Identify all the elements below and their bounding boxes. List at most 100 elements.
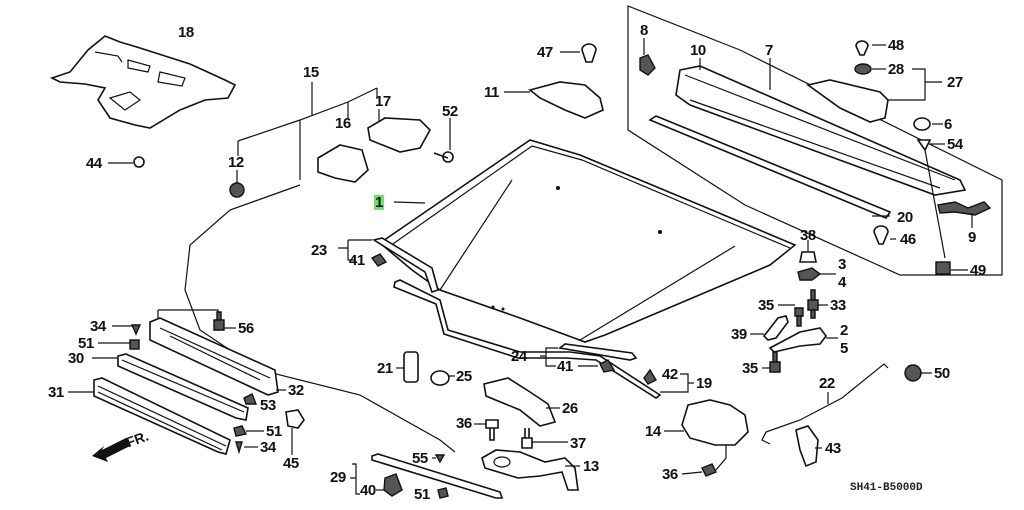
part-label-29[interactable]: 29: [330, 469, 346, 486]
part-label-7[interactable]: 7: [765, 42, 773, 59]
part-label-53[interactable]: 53: [260, 397, 276, 414]
front-seal-24b-shape: [558, 343, 638, 361]
nut-38-shape: [799, 251, 817, 263]
bolt-37-shape: [521, 428, 533, 449]
part-label-36-center[interactable]: 36: [456, 415, 472, 432]
part-label-34-bottom[interactable]: 34: [260, 439, 276, 456]
part-label-56[interactable]: 56: [238, 320, 254, 337]
part-label-15[interactable]: 15: [303, 64, 319, 81]
part-label-16[interactable]: 16: [335, 115, 351, 132]
part-label-51-grille-top[interactable]: 51: [78, 335, 94, 352]
part-label-54[interactable]: 54: [947, 136, 963, 153]
bolt-35-upper-shape: [794, 307, 804, 327]
bolt-35-lower-shape: [769, 351, 781, 373]
part-label-34-top[interactable]: 34: [90, 318, 106, 335]
hood-stop-bracket-shape: [797, 267, 822, 281]
grommet-12-shape: [229, 182, 245, 198]
part-label-36-latch[interactable]: 36: [662, 466, 678, 483]
part-label-37[interactable]: 37: [570, 435, 586, 452]
part-label-8[interactable]: 8: [640, 22, 648, 39]
part-label-4[interactable]: 4: [838, 274, 846, 291]
part-label-13[interactable]: 13: [583, 458, 599, 475]
part-label-11[interactable]: 11: [484, 84, 499, 101]
part-label-5[interactable]: 5: [840, 340, 848, 357]
clip-45-shape: [285, 409, 305, 429]
bolt-33-shape: [807, 289, 819, 319]
part-label-6[interactable]: 6: [944, 116, 952, 133]
rod-seal-29-shape: [371, 453, 504, 499]
part-label-33[interactable]: 33: [830, 297, 846, 314]
latch-base-13-shape: [481, 449, 579, 491]
cowl-top-shape: [648, 65, 967, 219]
part-label-26[interactable]: 26: [562, 400, 578, 417]
part-label-41-front[interactable]: 41: [557, 358, 573, 375]
clip-42-shape: [643, 368, 657, 385]
part-label-14[interactable]: 14: [645, 423, 661, 440]
clip-49-shape: [935, 261, 951, 275]
rod-holder-43-shape: [795, 425, 819, 468]
clip-53-shape: [243, 393, 258, 405]
part-label-41-left[interactable]: 41: [349, 252, 365, 269]
part-label-35-upper[interactable]: 35: [758, 297, 774, 314]
part-label-40[interactable]: 40: [360, 482, 376, 499]
clip-41-left-shape: [370, 253, 388, 267]
clip-46-shape: [873, 225, 889, 245]
part-label-24[interactable]: 24: [511, 348, 527, 365]
part-label-19[interactable]: 19: [696, 375, 712, 392]
screw-34-bottom-shape: [235, 441, 243, 455]
bolt-36-latch-shape: [701, 463, 717, 477]
part-label-45[interactable]: 45: [283, 455, 299, 472]
part-label-25[interactable]: 25: [456, 368, 472, 385]
part-label-49[interactable]: 49: [970, 262, 986, 279]
part-label-20[interactable]: 20: [897, 209, 913, 226]
part-label-9[interactable]: 9: [968, 229, 976, 246]
part-label-55[interactable]: 55: [412, 450, 428, 467]
part-label-1[interactable]: 1: [374, 194, 384, 211]
part-label-43[interactable]: 43: [825, 440, 841, 457]
cowl-cover-27-shape: [806, 79, 889, 123]
part-label-47[interactable]: 47: [537, 44, 553, 61]
part-label-22[interactable]: 22: [819, 375, 835, 392]
part-label-46[interactable]: 46: [900, 231, 916, 248]
part-label-32[interactable]: 32: [288, 382, 304, 399]
part-label-3[interactable]: 3: [838, 256, 846, 273]
clip-55-shape: [434, 454, 446, 464]
part-label-38[interactable]: 38: [800, 227, 816, 244]
part-label-28[interactable]: 28: [888, 61, 904, 78]
part-label-48[interactable]: 48: [888, 37, 904, 54]
part-label-17[interactable]: 17: [375, 93, 391, 110]
screw-54-shape: [916, 139, 932, 152]
bolt-56-shape: [213, 311, 225, 331]
bracket-9-shape: [937, 201, 992, 216]
part-label-18[interactable]: 18: [178, 24, 194, 41]
part-label-31[interactable]: 31: [48, 384, 64, 401]
nut-51-grille-top-shape: [129, 339, 140, 350]
part-label-12[interactable]: 12: [228, 154, 244, 171]
part-label-51-grille-bottom[interactable]: 51: [266, 423, 282, 440]
nut-51-rod-seal-shape: [437, 487, 449, 499]
hinge-shape: [768, 327, 827, 353]
part-label-21[interactable]: 21: [377, 360, 393, 377]
part-label-50[interactable]: 50: [934, 365, 950, 382]
clip-47-shape: [581, 43, 597, 63]
part-label-2[interactable]: 2: [840, 322, 848, 339]
nut-51-grille-bottom-shape: [233, 425, 248, 437]
part-label-39[interactable]: 39: [731, 326, 747, 343]
part-label-44[interactable]: 44: [86, 155, 102, 172]
part-label-10[interactable]: 10: [690, 42, 706, 59]
grommet-50-shape: [904, 364, 922, 382]
part-label-42[interactable]: 42: [662, 366, 678, 383]
part-label-51-rod-seal[interactable]: 51: [414, 486, 430, 503]
part-label-30[interactable]: 30: [68, 350, 84, 367]
clip-8-shape: [639, 54, 656, 76]
part-label-35-lower[interactable]: 35: [742, 360, 758, 377]
part-label-23[interactable]: 23: [311, 242, 327, 259]
front-direction-arrow-icon: [92, 438, 130, 462]
bolt-52-shape: [433, 151, 454, 163]
part-label-52[interactable]: 52: [442, 103, 458, 120]
clip-48-shape: [855, 40, 869, 56]
hood-insulator-shape: [49, 35, 237, 129]
part-label-27[interactable]: 27: [947, 74, 963, 91]
striker-26-shape: [483, 377, 557, 427]
